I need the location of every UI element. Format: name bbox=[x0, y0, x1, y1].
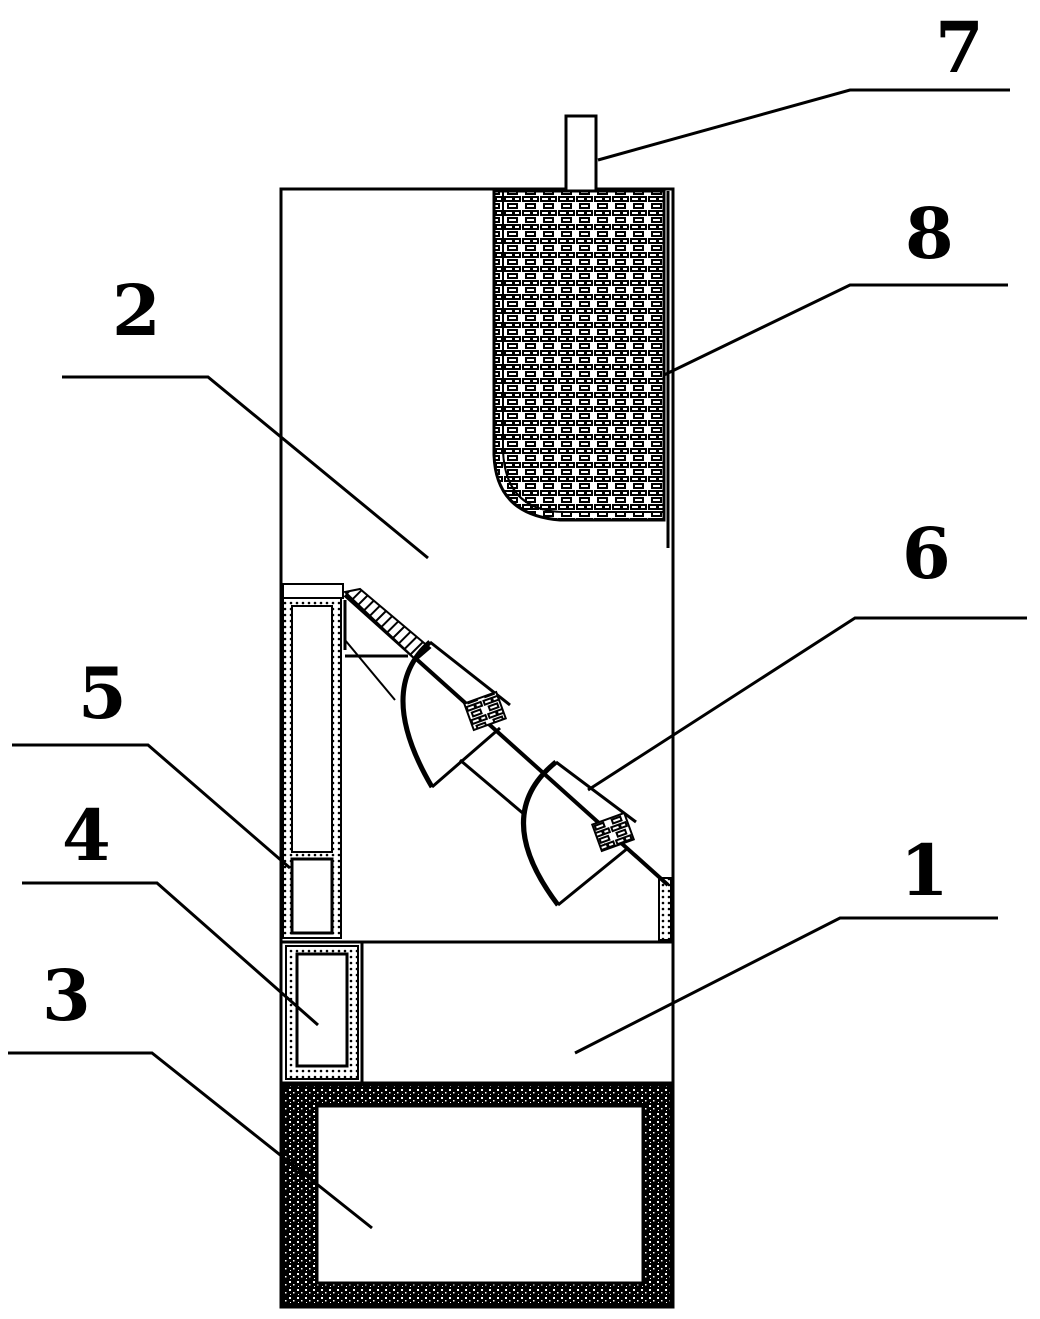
small-box bbox=[290, 857, 334, 935]
leader-3 bbox=[8, 1051, 373, 1230]
label-2: 2 bbox=[112, 269, 161, 352]
bottom-tank-cavity bbox=[315, 1104, 645, 1285]
label-6: 6 bbox=[902, 512, 951, 595]
leader-7 bbox=[597, 88, 1010, 162]
label-7: 7 bbox=[935, 6, 984, 89]
leader-8 bbox=[663, 283, 1008, 377]
label-4: 4 bbox=[62, 794, 111, 877]
filter-block bbox=[492, 189, 666, 522]
label-3: 3 bbox=[42, 954, 91, 1037]
exhaust-pipe bbox=[564, 114, 598, 193]
control-box bbox=[295, 952, 349, 1068]
housing-outline bbox=[279, 187, 675, 1309]
leader-6 bbox=[587, 616, 1027, 792]
label-1: 1 bbox=[900, 829, 949, 912]
leader-1 bbox=[574, 916, 998, 1055]
leader-4 bbox=[22, 881, 319, 1027]
label-5: 5 bbox=[78, 652, 127, 735]
label-8: 8 bbox=[905, 192, 954, 275]
leader-lines bbox=[8, 88, 1027, 1230]
leader-2 bbox=[62, 375, 429, 560]
inclined-rod-assembly bbox=[342, 587, 670, 907]
leader-5 bbox=[12, 743, 291, 870]
